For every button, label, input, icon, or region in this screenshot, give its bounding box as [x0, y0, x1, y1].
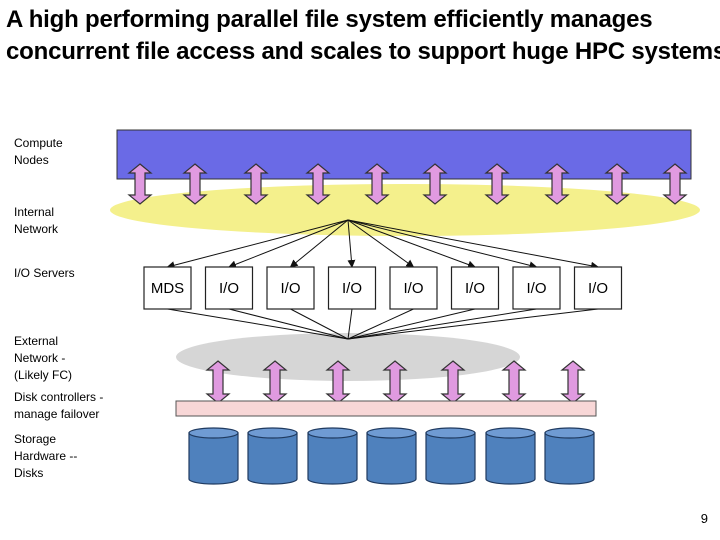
internal-link-line [228, 219, 349, 269]
label-external-network: External Network - (Likely FC) [14, 334, 73, 382]
compute-link-arrow [604, 163, 630, 205]
external-link-line [347, 308, 476, 340]
storage-link-arrow [440, 360, 466, 404]
mds-server: MDS [143, 266, 192, 310]
internal-link-line [347, 219, 415, 268]
storage-link-arrow [560, 360, 586, 404]
label-internal-network: Internal Network [14, 205, 59, 236]
disk-cylinder [188, 427, 239, 485]
label-io-servers: I/O Servers [14, 266, 75, 280]
server-label: I/O [280, 280, 300, 297]
compute-link-arrow [544, 163, 570, 205]
io-server: I/O [573, 266, 623, 310]
compute-link-arrow [364, 163, 390, 205]
io-server-row: MDS I/O I/O I/O I/O I/O I/O I/O [143, 266, 623, 310]
external-link-line [167, 308, 349, 340]
server-label: I/O [526, 280, 546, 297]
external-link-line [228, 308, 349, 340]
server-label: I/O [403, 280, 423, 297]
server-label: I/O [465, 280, 485, 297]
io-server: I/O [389, 266, 438, 310]
io-server: I/O [204, 266, 254, 310]
internal-link-line [347, 219, 599, 270]
internal-link-line [347, 219, 356, 268]
connector-lines [166, 219, 599, 340]
disk-cylinder [247, 427, 298, 485]
label-storage-hardware: Storage Hardware -- Disks [14, 432, 78, 480]
label-disk-controllers: Disk controllers - manage failover [14, 390, 104, 421]
internal-link-line [347, 219, 476, 269]
label-compute-nodes: Compute Nodes [14, 136, 63, 167]
external-link-line [347, 308, 537, 340]
storage-link-arrow [382, 360, 408, 404]
io-server: I/O [450, 266, 500, 310]
compute-link-arrow [127, 163, 153, 205]
server-label: MDS [151, 280, 184, 297]
storage-link-arrow [325, 360, 351, 404]
compute-link-arrow [243, 163, 269, 205]
external-link-line [347, 308, 599, 340]
io-server: I/O [512, 266, 561, 310]
io-server: I/O [327, 266, 377, 310]
page-number: 9 [700, 511, 708, 526]
compute-nodes-block [116, 129, 692, 180]
compute-link-arrow [182, 163, 208, 205]
disk-controller-bar [175, 400, 597, 417]
compute-link-arrow [305, 163, 331, 205]
disk-cylinder [366, 427, 417, 485]
internal-link-line [347, 219, 538, 270]
internal-link-line [289, 219, 349, 268]
compute-link-arrow [422, 163, 448, 205]
compute-link-arrow [662, 163, 688, 205]
storage-link-arrow [262, 360, 288, 404]
disk-cylinder [307, 427, 358, 485]
disk-cylinder [485, 427, 536, 485]
external-link-line [347, 308, 353, 340]
compute-link-arrow [484, 163, 510, 205]
title-line-2: concurrent file access and scales to sup… [6, 38, 720, 65]
storage-link-arrow [501, 360, 527, 404]
slide-title: A high performing parallel file system e… [6, 4, 720, 68]
disk-cylinder [425, 427, 476, 485]
disk-row [188, 427, 595, 485]
server-label: I/O [342, 280, 362, 297]
storage-link-arrow [205, 360, 231, 404]
io-server: I/O [266, 266, 315, 310]
internal-link-line [166, 219, 349, 270]
server-label: I/O [588, 280, 608, 297]
external-link-line [290, 308, 349, 340]
title-line-1: A high performing parallel file system e… [6, 6, 653, 33]
external-link-line [347, 308, 414, 340]
external-network-ellipse [176, 333, 520, 381]
disk-cylinder [544, 427, 595, 485]
compute-arrows [127, 163, 688, 205]
server-label: I/O [219, 280, 239, 297]
